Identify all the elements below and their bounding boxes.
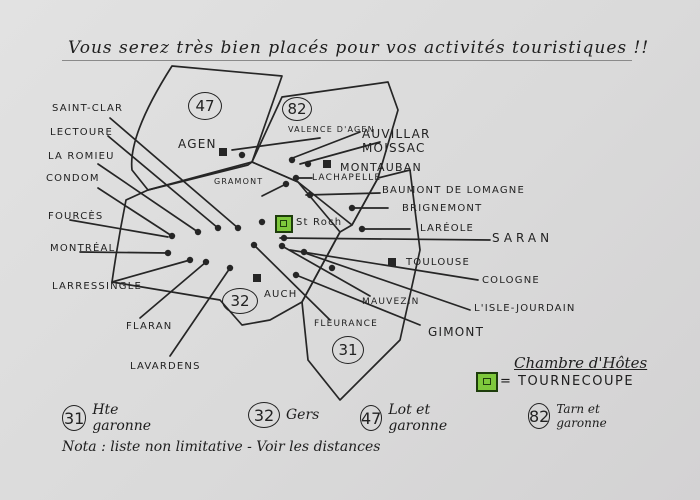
boundary-47 <box>130 65 283 191</box>
legend-label-47: Lot et garonne <box>388 402 448 434</box>
town-label-agen: Agen <box>178 137 217 151</box>
town-label-saint-clar: Saint-Clar <box>52 103 124 114</box>
toulouse-prefecture-marker <box>388 258 396 266</box>
legend-item-32: 32 Gers <box>248 402 319 428</box>
town-label-montauban: Montauban <box>340 161 422 174</box>
departement-badge-82: 82 <box>282 97 312 121</box>
title-underline <box>62 60 632 61</box>
town-label-larressingle: Larressingle <box>52 281 143 292</box>
departement-badge-32: 32 <box>222 288 258 314</box>
town-label-lareole: Laréole <box>420 223 475 234</box>
town-label-montreal: Montréal <box>50 243 116 254</box>
town-label-baumont-de-lomagne: Baumont de Lomagne <box>382 185 526 196</box>
auch-prefecture-marker <box>253 274 261 282</box>
town-label-auvillar: Auvillar <box>362 127 431 141</box>
legend-item-82: 82 Tarn et garonne <box>528 402 616 430</box>
town-label-saran: Saran <box>492 231 554 245</box>
legend-label-31: Hte garonne <box>92 402 152 434</box>
agen-prefecture-marker <box>219 148 227 156</box>
town-label-cologne: Cologne <box>482 275 540 286</box>
town-label-moissac: Moissac <box>362 141 426 155</box>
town-label-flaran: Flaran <box>126 321 173 332</box>
town-label-valence-dagen: Valence d'Agen <box>288 125 375 134</box>
town-label-lisle-jourdain: L'Isle-Jourdain <box>474 303 576 314</box>
town-label-lavardens: Lavardens <box>130 361 201 372</box>
departement-badge-31: 31 <box>332 336 364 364</box>
legend-badge-82: 82 <box>528 403 551 429</box>
legend-item-47: 47 Lot et garonne <box>360 402 457 434</box>
departement-badge-47: 47 <box>188 92 222 120</box>
legend-label-32: Gers <box>286 407 320 423</box>
bnb-title: Chambre d'Hôtes <box>514 354 648 372</box>
boundary-31 <box>301 169 421 401</box>
legend-label-82: Tarn et garonne <box>556 402 607 430</box>
legend-badge-32: 32 <box>248 402 280 428</box>
nota-text: Nota : liste non limitative - Voir les d… <box>62 439 381 455</box>
town-label-la-romieu: La Romieu <box>48 151 115 162</box>
bnb-square-icon <box>476 372 498 392</box>
town-label-fources: Fourcès <box>48 211 104 222</box>
tournecoupe-marker <box>275 215 293 233</box>
town-label-mauvezin: Mauvezin <box>362 297 420 307</box>
town-label-fleurance: Fleurance <box>314 319 379 329</box>
town-label-auch: Auch <box>264 289 298 300</box>
montauban-prefecture-marker <box>323 160 331 168</box>
town-label-toulouse: Toulouse <box>406 257 470 268</box>
town-label-condom: Condom <box>46 173 100 184</box>
town-label-lachapelle: Lachapelle <box>312 173 382 183</box>
town-label-st-roch: St Roch <box>296 217 343 228</box>
legend-item-31: 31 Hte garonne <box>62 402 159 434</box>
town-label-gramont: Gramont <box>214 177 264 186</box>
legend-badge-47: 47 <box>360 405 383 431</box>
legend-badge-31: 31 <box>62 405 87 431</box>
bnb-name: = TOURNECOUPE <box>500 374 635 389</box>
town-label-brignemont: Brignemont <box>402 203 483 214</box>
town-label-gimont: Gimont <box>428 325 485 339</box>
town-label-lectoure: Lectoure <box>50 127 114 138</box>
page-title: Vous serez très bien placés pour vos act… <box>68 38 650 58</box>
